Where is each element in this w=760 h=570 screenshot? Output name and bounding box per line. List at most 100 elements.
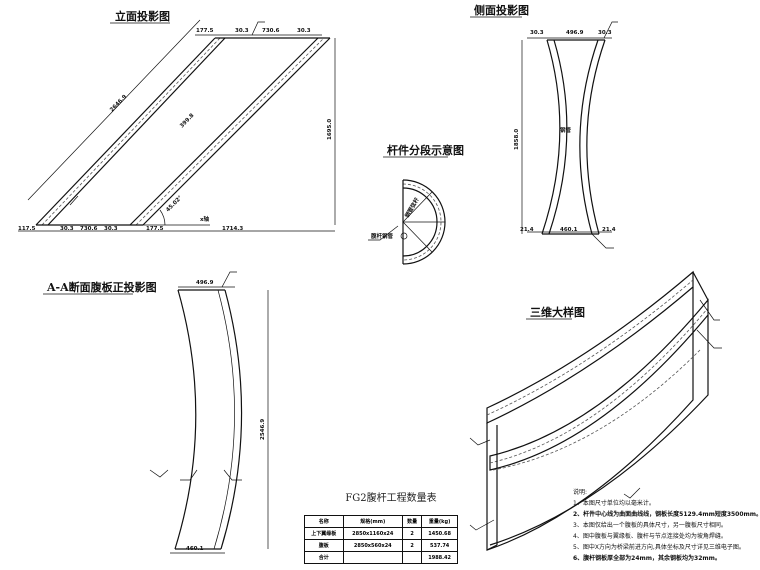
iso-bottom-flange [489, 298, 709, 471]
notes-block: 说明: 1、本图尺寸单位均以毫米计。 2、杆件中心线为曲面曲线线，钢板长度512… [573, 487, 760, 564]
quantity-table: 名称 规格(mm) 数量 重量(kg) 上下翼缘板 2850x1160x24 2… [304, 515, 458, 564]
table-cell [401, 551, 423, 564]
side-curve-left-outer [541, 39, 561, 235]
table-header: 名称 [304, 515, 344, 528]
section-curve-left [174, 289, 197, 550]
table-title: FG2腹杆工程数量表 [345, 493, 437, 504]
section-view: A-A断面腹板正投影图 496.9 2546.9 460.1 [43, 271, 269, 554]
iso-leader-2 [469, 519, 495, 531]
table-header: 数量 [401, 515, 423, 528]
iso-corner-edge [692, 271, 709, 301]
section-curve-right [220, 289, 243, 550]
segment-label-b: 腹杆钢管 [371, 232, 394, 240]
table-row: 上下翼缘板 2850x1160x24 2 1450.68 [304, 527, 458, 540]
dim-top-mid2: 730.6 [262, 28, 280, 34]
table-cell: 2850x560x24 [342, 539, 403, 552]
side-leader-top [603, 21, 618, 39]
side-mid-label: 钢管 [560, 126, 572, 134]
dim-bot3: 730.6 [80, 226, 98, 232]
iso-title: 三维大样图 [530, 305, 585, 319]
table-header: 规格(mm) [342, 515, 403, 528]
iso-view: 三维大样图 [469, 270, 722, 551]
dim-bot2: 30.3 [60, 226, 74, 232]
side-view: 侧面投影图 30.3 496.9 30.3 1858.0 钢管 21.4 460… [470, 3, 618, 249]
angle-arc [159, 209, 166, 226]
dim-top-left: 177.5 [196, 28, 214, 34]
side-dim-top-left: 30.3 [530, 30, 544, 36]
segment-title: 杆件分段示意图 [387, 143, 464, 157]
section-dim-top: 496.9 [196, 280, 214, 286]
diag-member-left-outer [35, 37, 216, 226]
diag-member-right-outer [142, 37, 331, 226]
dim-bot5: 177.5 [146, 226, 164, 232]
side-title: 侧面投影图 [474, 3, 529, 17]
centerline-left [41, 37, 221, 226]
dim-line-diag [27, 19, 201, 201]
section-leader-a [180, 469, 198, 481]
segment-center-arc [402, 183, 442, 261]
side-leader-bottom [591, 233, 614, 249]
leader-section-a [69, 195, 79, 206]
table-row: 合计 1988.42 [304, 551, 458, 564]
table-cell: 1450.68 [421, 527, 458, 540]
segment-leader [368, 225, 399, 241]
side-curve-left-inner [548, 39, 568, 235]
centerline-right [135, 37, 325, 226]
table-cell: 腹板 [304, 539, 344, 552]
dim-inner-diag: 399.8 [179, 113, 196, 130]
quantity-table-wrapper: 名称 规格(mm) 数量 重量(kg) 上下翼缘板 2850x1160x24 2… [304, 515, 458, 567]
leader-top [251, 21, 265, 36]
elevation-view: 立面投影图 177.5 30.3 730.6 30.3 2646.9 399.8… [18, 9, 336, 232]
table-header-row: 名称 规格(mm) 数量 重量(kg) [304, 515, 458, 528]
table-cell: 537.74 [421, 539, 458, 552]
side-dim-bot-right: 21.4 [602, 227, 616, 233]
iso-base-edge [486, 544, 498, 551]
section-leader-c [149, 469, 169, 478]
iso-leader-4 [696, 329, 722, 349]
dim-top-right: 30.3 [297, 28, 311, 34]
iso-web-back [486, 287, 694, 551]
side-dim-bot-left: 21.4 [520, 227, 534, 233]
segment-callout-circle [400, 232, 408, 240]
table-cell [342, 551, 403, 564]
dim-diag: 2646.9 [109, 94, 128, 114]
table-cell: 2 [401, 539, 423, 552]
section-curve-right-inner [213, 289, 235, 550]
iso-leader-1 [469, 437, 491, 446]
dim-bot6: 1714.3 [222, 226, 243, 232]
table-header: 重量(kg) [421, 515, 458, 528]
segment-radius-2 [402, 191, 433, 223]
table-row: 腹板 2850x560x24 2 537.74 [304, 539, 458, 552]
iso-leader-5 [623, 487, 641, 499]
dim-height: 1695.0 [327, 119, 333, 140]
segment-label-a: 钢管弦杆 [403, 196, 421, 219]
table-cell: 2 [401, 527, 423, 540]
section-title: A-A断面腹板正投影图 [46, 280, 157, 294]
note-item: 2、杆件中心线为曲面曲线线，钢板长度5129.4mm短度3500mm。 [573, 511, 760, 518]
diag-member-right-inner [129, 37, 319, 226]
section-leader-top [221, 271, 237, 288]
table-cell: 2850x1160x24 [342, 527, 403, 540]
iso-top-flange [486, 270, 694, 424]
segment-view: 杆件分段示意图 钢管弦杆 腹杆钢管 [368, 143, 464, 265]
side-dim-bot-mid: 460.1 [560, 227, 578, 233]
iso-top-centerline [486, 279, 694, 416]
table-cell: 1988.42 [421, 551, 458, 564]
side-curve-right-inner [579, 39, 599, 235]
notes-header: 说明: [573, 489, 588, 496]
side-dim-height: 1858.0 [514, 129, 520, 150]
dim-angle: 45.02° [165, 195, 184, 214]
dim-bot1: 117.5 [18, 226, 36, 232]
note-item: 6、腹杆钢板厚全部为24mm，其余钢板均为32mm。 [573, 555, 721, 562]
table-cell: 上下翼缘板 [304, 527, 344, 540]
iso-leader-3 [699, 299, 720, 321]
iso-web-hidden [492, 349, 701, 471]
section-dim-height: 2546.9 [260, 419, 266, 440]
side-dim-top-mid: 496.9 [566, 30, 584, 36]
side-curve-right-outer [586, 39, 606, 235]
side-dim-top-right: 30.3 [598, 30, 612, 36]
note-item: 1、本图尺寸单位均以毫米计。 [573, 500, 655, 507]
dim-bot4: 30.3 [104, 226, 118, 232]
segment-radius-3 [402, 221, 433, 253]
